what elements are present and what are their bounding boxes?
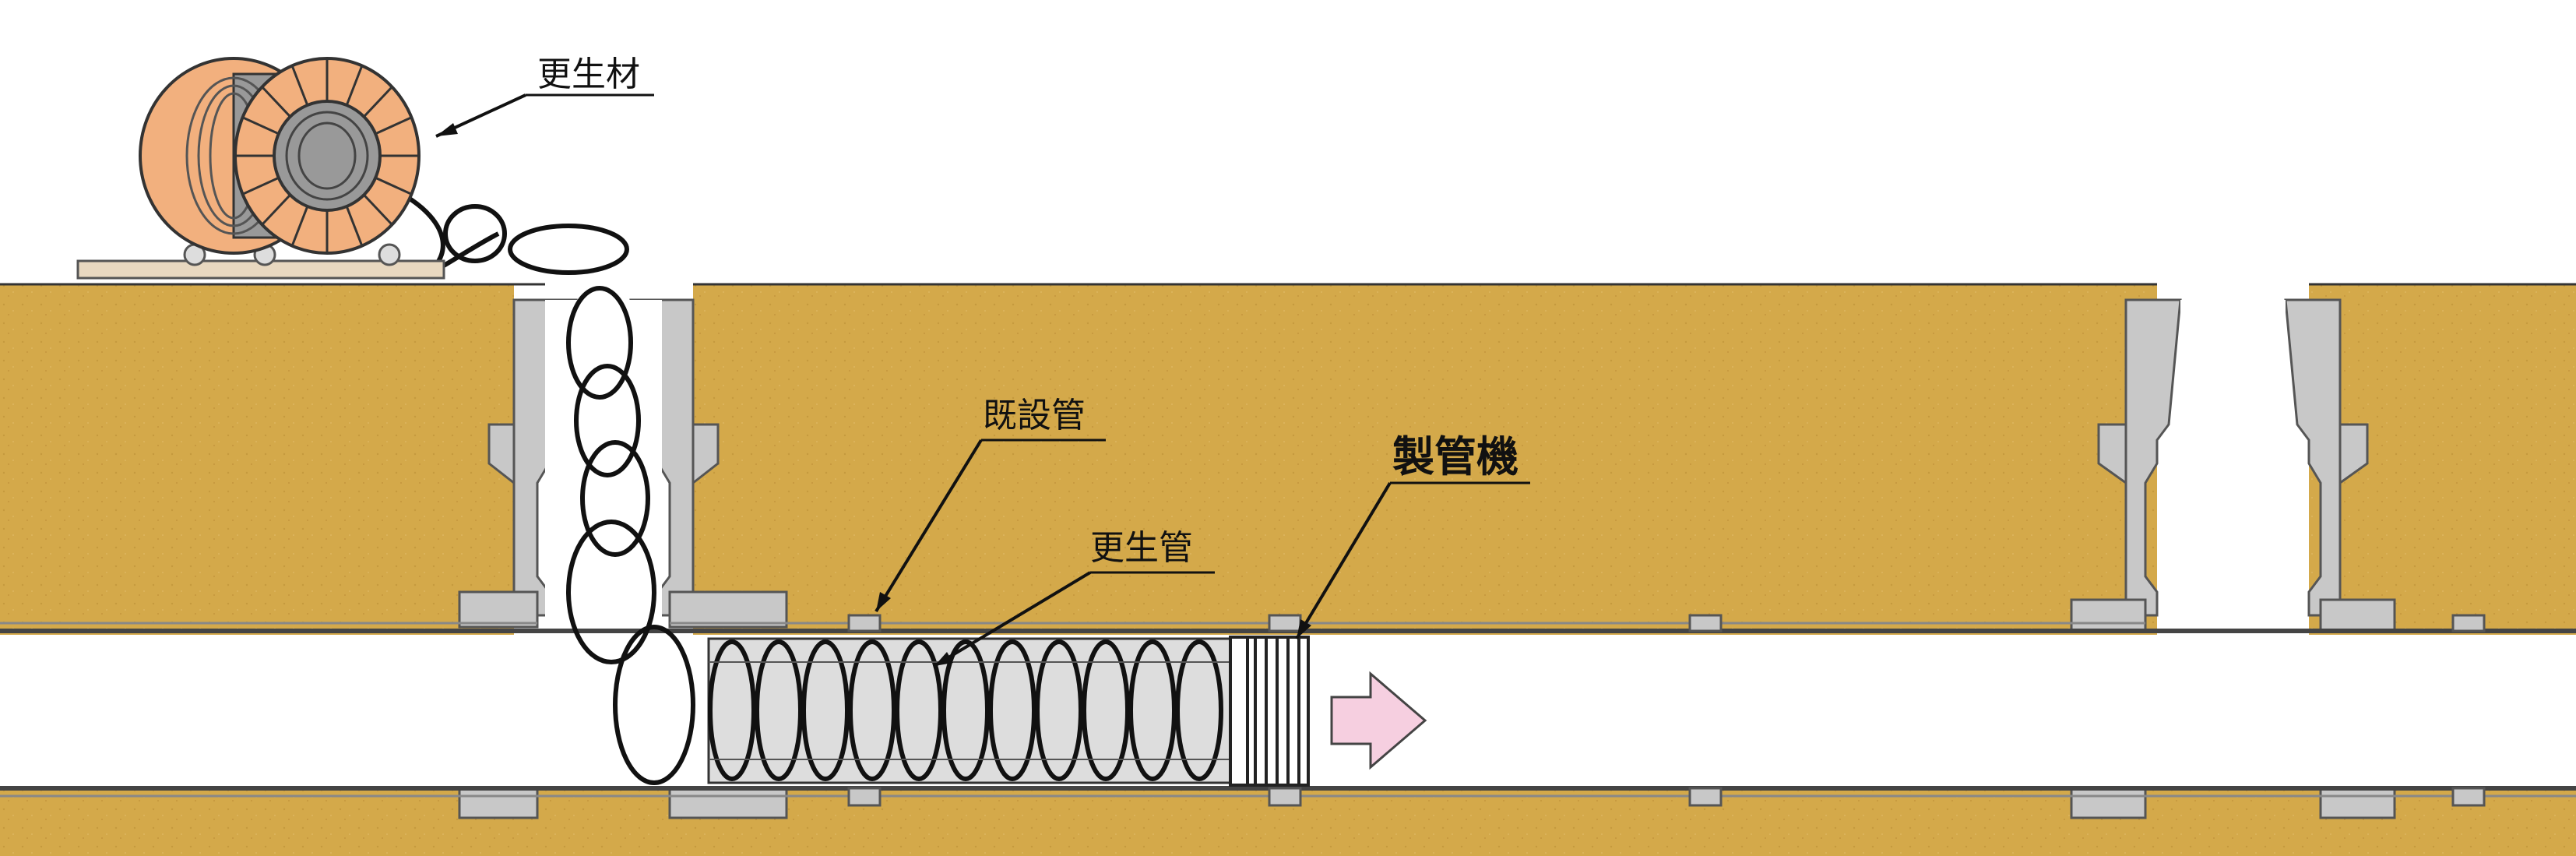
label-text-rehab-pipe: 更生管: [1090, 528, 1193, 568]
label-rehab-pipe: 更生管: [933, 528, 1215, 668]
label-text-pipe-machine: 製管機: [1392, 432, 1519, 481]
spiral-strip: [365, 177, 695, 785]
label-text-existing-pipe: 既設管: [983, 396, 1086, 435]
label-pipe-machine: 製管機: [1295, 432, 1530, 640]
soil-upper-left: [0, 284, 514, 635]
rehabilitation-pipe: [707, 637, 1232, 784]
label-existing-pipe: 既設管: [875, 396, 1106, 613]
reel-assembly: [76, 57, 445, 280]
direction-arrow-icon: [1330, 671, 1427, 770]
pipe-making-machine: [1229, 636, 1310, 787]
manhole-right: [2070, 298, 2396, 819]
label-text-rehab-material: 更生材: [537, 55, 640, 94]
label-rehab-material: 更生材: [435, 55, 654, 138]
soil-upper-middle: [693, 284, 2157, 635]
